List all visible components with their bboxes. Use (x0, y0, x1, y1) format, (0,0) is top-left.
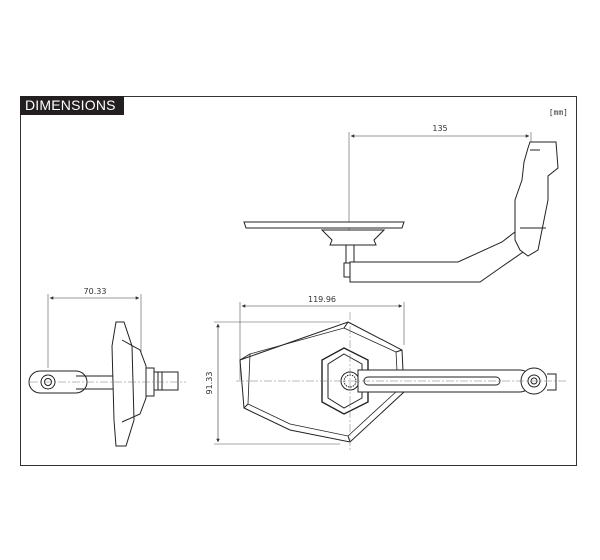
unit-label: [mm] (548, 108, 568, 117)
top-view (243, 132, 559, 283)
front-view (214, 302, 566, 452)
drawing-frame (20, 96, 577, 466)
section-title: DIMENSIONS (20, 96, 124, 115)
dim-119-96: 119.96 (308, 295, 336, 304)
dim-91-33: 91.33 (205, 372, 214, 395)
side-view (28, 294, 186, 447)
dim-135: 135 (432, 124, 447, 133)
dim-70-33: 70.33 (84, 287, 107, 296)
